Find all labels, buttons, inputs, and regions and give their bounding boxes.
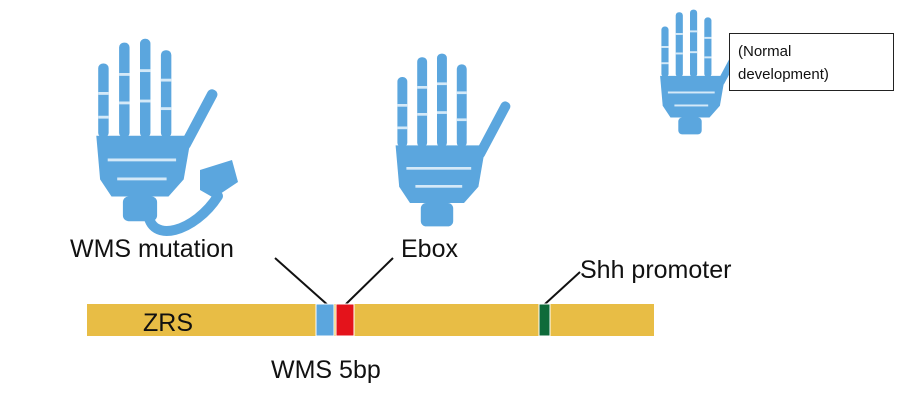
wms-5bp-label: WMS 5bp: [271, 356, 381, 384]
ebox-label: Ebox: [401, 235, 458, 263]
shh-promoter-leader: [544, 271, 581, 305]
wms-mutation-leader: [274, 257, 331, 308]
ebox-segment: [335, 303, 355, 337]
ebox-leader: [345, 257, 394, 305]
zrs-bar: [87, 304, 654, 336]
shh-promoter-segment: [538, 303, 551, 337]
note-text: (Normal development): [738, 43, 829, 83]
normal-development-note: (Normal development): [729, 33, 894, 91]
zrs-label: ZRS: [143, 309, 193, 337]
shh-promoter-label: Shh promoter: [580, 256, 731, 284]
mutant-hand-middle-icon: [395, 53, 512, 227]
wms-5bp-segment: [315, 303, 335, 337]
wms-mutation-label: WMS mutation: [70, 235, 234, 263]
mutant-hand-left-icon: [96, 38, 238, 236]
